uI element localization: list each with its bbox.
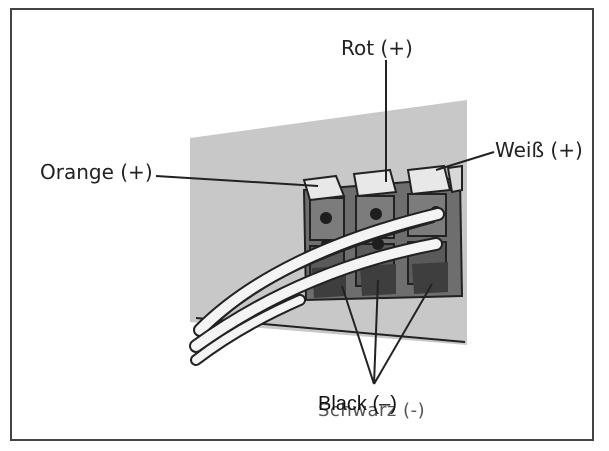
label-weiss: Weiß (+)	[495, 138, 583, 162]
leader-lines	[155, 60, 495, 385]
terminal-hole	[372, 238, 384, 250]
label-schwarz: Schwarz (-)	[318, 400, 426, 421]
label-rot: Rot (+)	[341, 36, 413, 60]
leader-orange	[155, 175, 319, 187]
leader-black-2	[373, 279, 379, 385]
cap-orange	[302, 174, 346, 202]
terminal-hole	[320, 212, 332, 224]
leader-black-3	[373, 283, 433, 385]
terminal-hole	[370, 208, 382, 220]
cap-rot	[352, 168, 398, 198]
leader-weiss	[435, 151, 495, 171]
leader-black-1	[341, 285, 375, 385]
label-orange: Orange (+)	[40, 160, 153, 184]
label-black: Black (–)	[318, 393, 397, 415]
cap-weiss	[406, 164, 452, 196]
speaker-cables	[189, 207, 445, 366]
